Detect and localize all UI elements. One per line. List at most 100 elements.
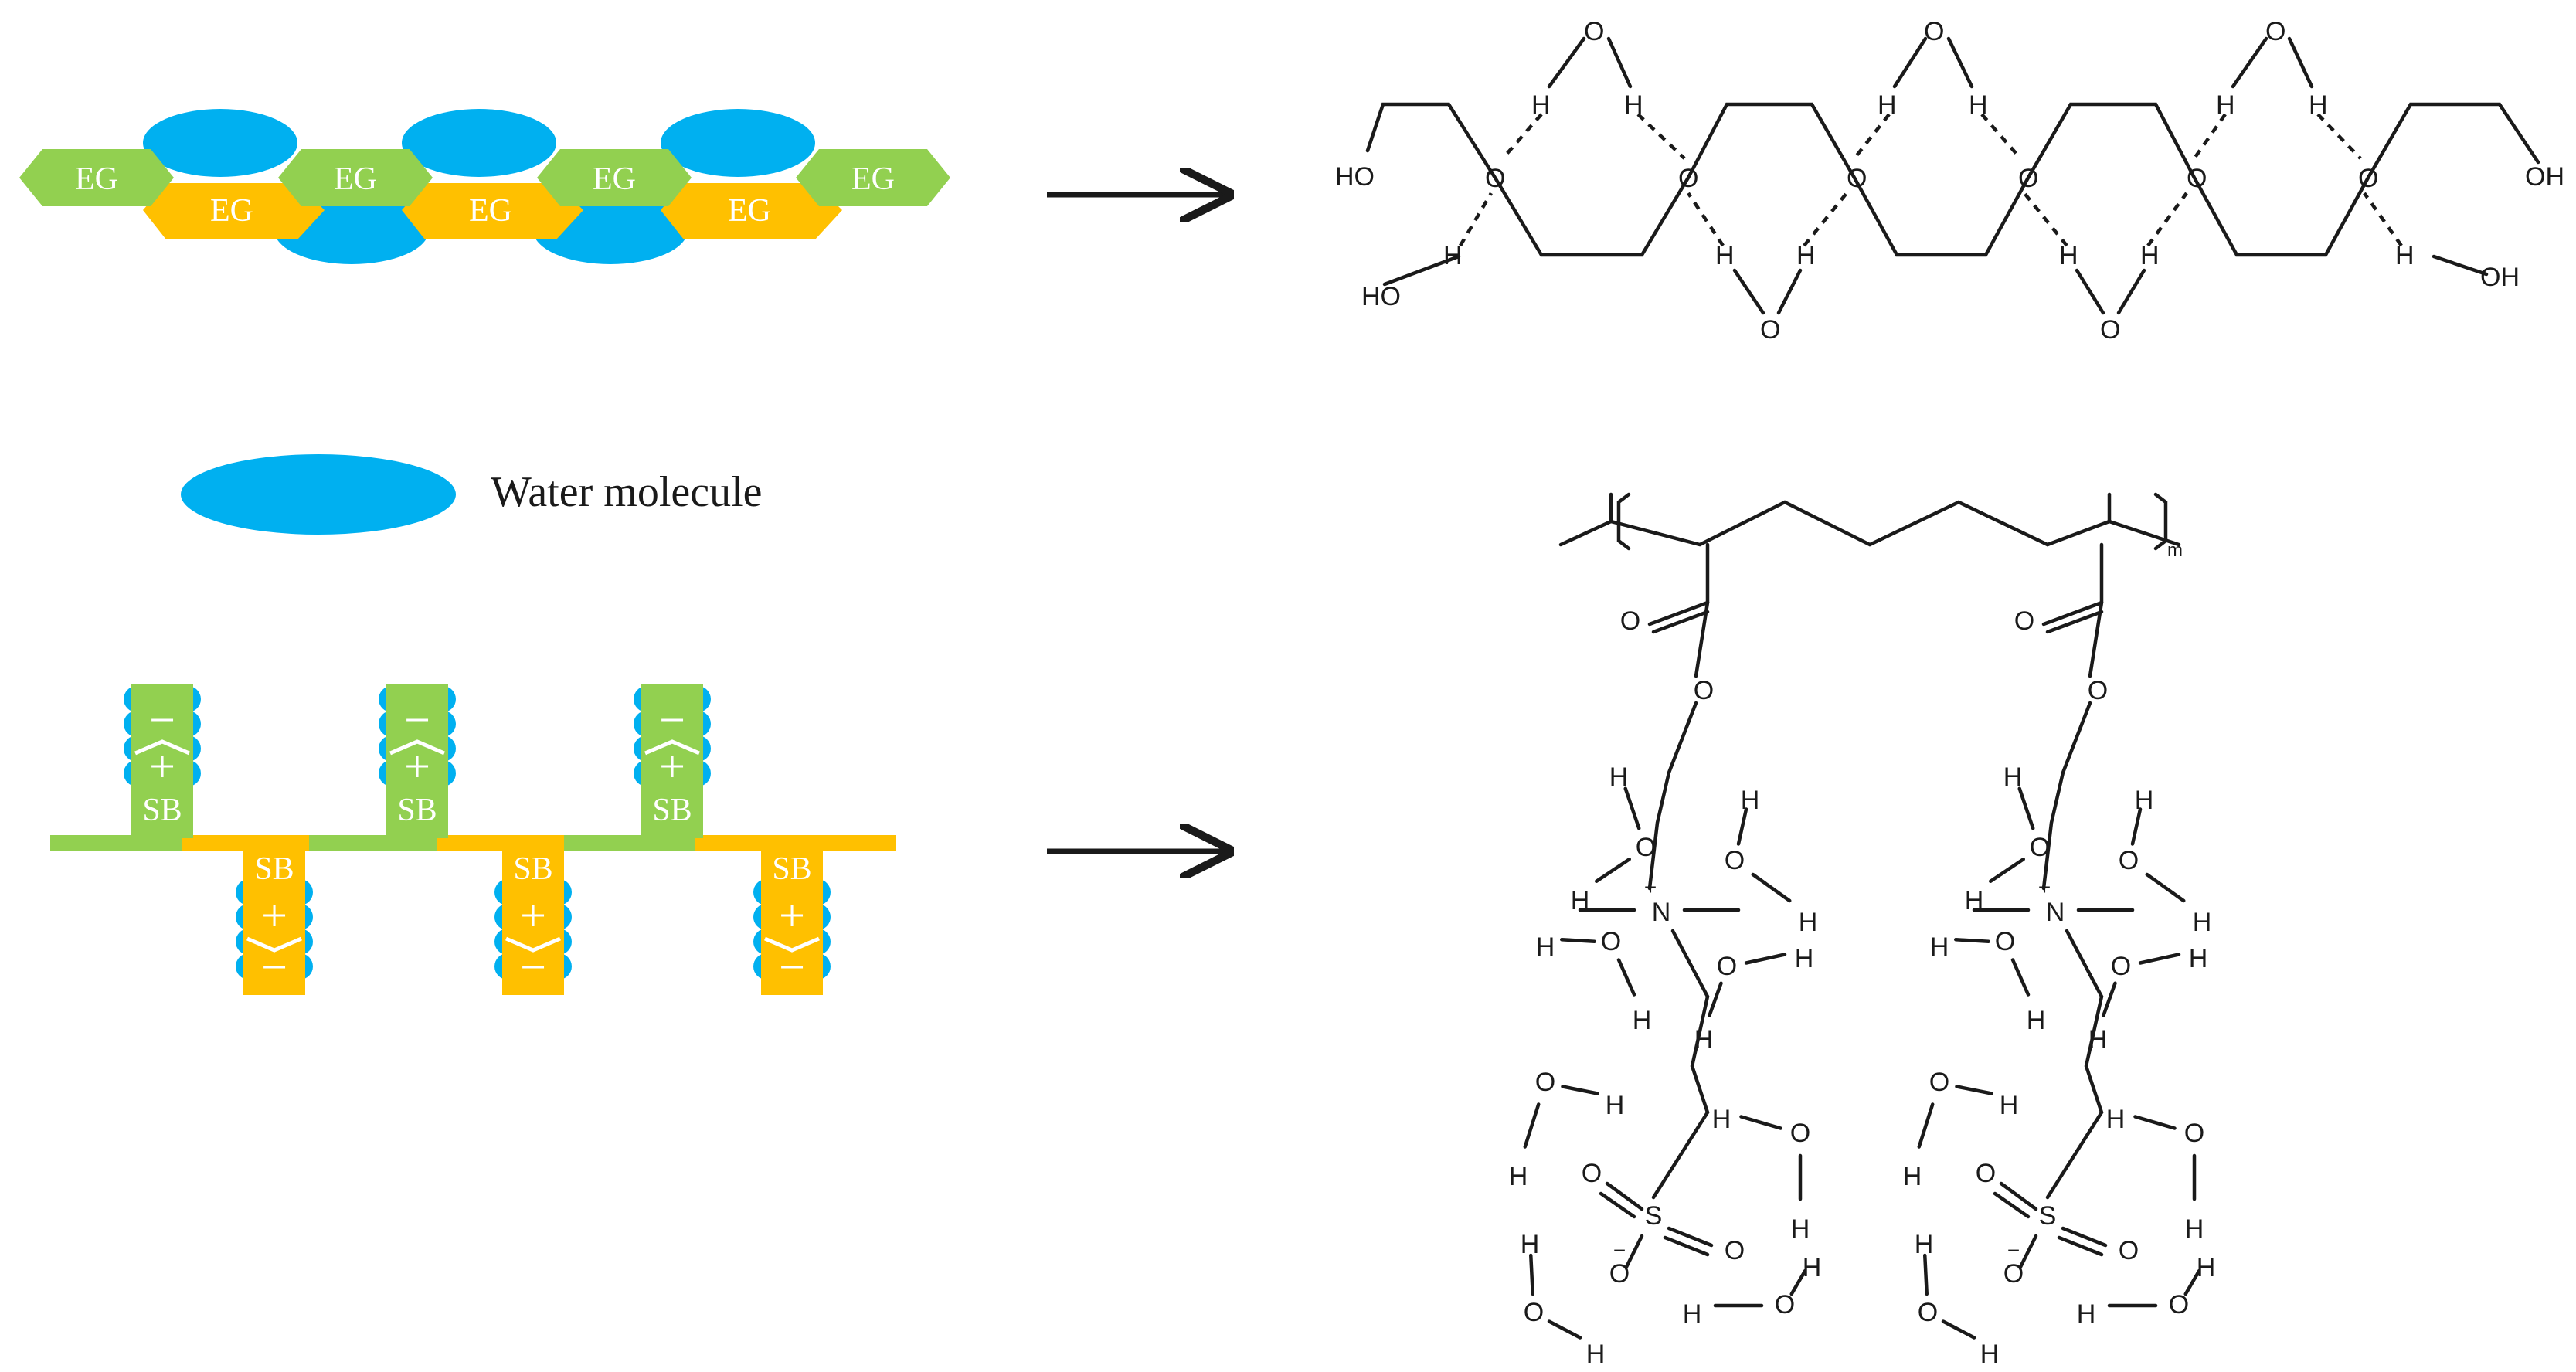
sb-label: SB	[772, 851, 811, 887]
water-oxygen: O	[1929, 1068, 1949, 1097]
plus-charge: +	[261, 890, 287, 941]
water-ellipse	[402, 109, 556, 177]
sb-pendant-down: SB+−	[236, 848, 313, 995]
water-oxygen: O	[1535, 1068, 1555, 1097]
bond	[1624, 1234, 1644, 1269]
bond	[1616, 958, 1636, 997]
bond	[1605, 1181, 1644, 1211]
sulfonate-oxygen: O	[1609, 1259, 1630, 1289]
bond	[2130, 807, 2143, 846]
minus-charge: −	[659, 694, 685, 745]
hydroxyl-bottom-left: HO	[1361, 282, 1401, 311]
quaternary-nitrogen: N	[2046, 898, 2065, 927]
sb-label: SB	[513, 851, 552, 887]
bond	[2057, 1235, 2104, 1257]
sb-stem	[131, 684, 193, 838]
water-hydrogen: H	[1741, 786, 1760, 815]
bond	[1529, 1253, 1534, 1296]
hydroxyl-bottom-right: OH	[2480, 263, 2520, 292]
water-oxygen: O	[1924, 17, 1944, 46]
eg-bottom-segment: EG	[402, 183, 583, 239]
water-hydrogen: H	[2059, 241, 2078, 270]
water-oxygen: O	[2100, 315, 2120, 345]
water-hydrogen: H	[1712, 1105, 1731, 1134]
plus-charge: +	[520, 890, 546, 941]
water-hydrogen: H	[1791, 1214, 1810, 1244]
minus-charge: −	[149, 694, 175, 745]
minus-charge: −	[779, 942, 805, 993]
hydroxyl-end-right: OH	[2525, 162, 2564, 192]
positive-charge: +	[1644, 875, 1657, 899]
water-hydrogen: H	[2193, 908, 2212, 937]
ether-oxygen: O	[2358, 164, 2378, 193]
bond	[1993, 1191, 2031, 1219]
bond	[1744, 953, 1787, 965]
bond	[1917, 1102, 1935, 1149]
bond	[1547, 1319, 1582, 1340]
water-hydrogen: H	[2088, 1025, 2108, 1054]
sb-backbone-segment	[50, 835, 182, 851]
water-ellipse	[143, 109, 297, 177]
bond	[2145, 872, 2186, 903]
sb-backbone-segment	[564, 835, 695, 851]
ether-oxygen: O	[2187, 164, 2207, 193]
bond	[1651, 610, 1710, 634]
plus-charge: +	[404, 741, 430, 792]
ether-oxygen: O	[1847, 164, 1867, 193]
water-hydrogen: H	[1930, 932, 1949, 962]
water-hydrogen: H	[1586, 1340, 1606, 1368]
eg-label: EG	[851, 161, 895, 197]
bond	[1560, 938, 1596, 943]
bond	[1561, 1085, 1599, 1095]
sb-backbone-segment	[309, 835, 440, 851]
bond	[1663, 1235, 1710, 1257]
positive-charge: +	[2038, 875, 2051, 899]
water-hydrogen: H	[1521, 1230, 1540, 1259]
water-hydrogen: H	[1715, 241, 1735, 270]
minus-charge: −	[520, 942, 546, 993]
bond	[2041, 600, 2104, 627]
sulfonate-oxygen: O	[1976, 1159, 1996, 1188]
carbonyl-oxygen: O	[1620, 606, 1640, 636]
water-hydrogen: H	[1683, 1299, 1702, 1329]
sb-stem	[761, 848, 823, 995]
bond	[1523, 1102, 1541, 1149]
water-hydrogen: H	[2077, 1299, 2096, 1329]
bond	[2133, 1115, 2177, 1130]
sb-stem	[386, 684, 448, 838]
sulfonate-oxygen: O	[2003, 1259, 2024, 1289]
eg-label: EG	[210, 193, 253, 229]
legend-water-label: Water molecule	[491, 468, 763, 516]
bond	[1647, 600, 1710, 627]
sb-pendant-up: −+SB	[634, 684, 711, 838]
ion-pair-divider	[246, 936, 302, 953]
sb-stem	[243, 848, 305, 995]
hydrogen-bonds	[1459, 113, 2403, 247]
ion-pair-divider	[134, 739, 190, 756]
bond	[2183, 1268, 2201, 1296]
sulfonate-oxygen: O	[2119, 1236, 2139, 1265]
eg-top-segment: EG	[796, 149, 950, 206]
bond	[2088, 600, 2104, 678]
eg-label: EG	[469, 193, 512, 229]
sulfur: S	[1645, 1201, 1663, 1231]
sb-label: SB	[397, 793, 437, 828]
water-hydrogen: H	[2000, 1091, 2019, 1120]
bond	[1623, 786, 1641, 830]
ether-oxygen: O	[2018, 164, 2038, 193]
plus-charge: +	[149, 741, 175, 792]
peg-structure: HO OH HO OH O O O O O O O H H O H H O H …	[1335, 17, 2564, 345]
bond	[1558, 500, 2181, 547]
bond	[1616, 492, 1631, 551]
bond	[1708, 981, 1723, 1017]
top-waters: O H H O H H O H H	[1531, 17, 2328, 120]
legend: Water molecule	[181, 454, 763, 535]
minus-charge: −	[404, 694, 430, 745]
repeat-subscript: m	[2167, 540, 2183, 561]
peg-backbone	[1365, 102, 2540, 257]
sb-pendant-up: −+SB	[124, 684, 201, 838]
water-hydrogen: H	[1694, 1025, 1714, 1054]
